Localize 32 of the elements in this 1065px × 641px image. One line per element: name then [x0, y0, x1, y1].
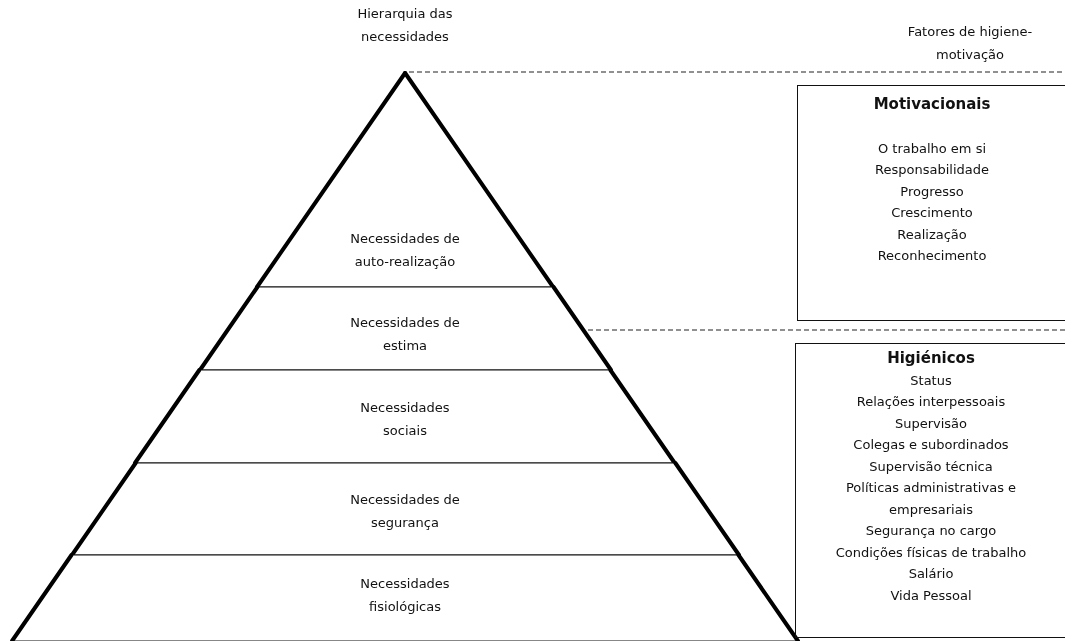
list-item: Status: [909, 371, 953, 390]
pyramid-level: [12, 555, 798, 641]
list-item: Salário: [907, 565, 955, 583]
list-item: Reconhecimento: [876, 247, 988, 265]
level-label: Necessidades sociais: [359, 399, 451, 440]
list-item: Progresso: [899, 182, 965, 201]
list-item: Crescimento: [890, 204, 974, 222]
heading-label: Fatores de higiene-motivação: [906, 23, 1034, 64]
factor-box: [795, 343, 1065, 638]
factor-box: [797, 85, 1065, 321]
list-item: Condições físicas de trabalho: [834, 543, 1028, 562]
pyramid-level: [71, 463, 739, 555]
heading-label: Hierarquia das necessidades: [356, 5, 454, 46]
level-label: Necessidades fisiológicas: [359, 575, 451, 616]
list-item: Responsabilidade: [874, 161, 990, 179]
level-label: Necessidades de estima: [349, 314, 461, 355]
list-item: Colegas e subordinados: [852, 436, 1010, 454]
level-label: Necessidades de auto-realização: [349, 230, 461, 271]
list-item: Vida Pessoal: [889, 586, 973, 605]
list-item: Políticas administrativas e empresariais: [844, 479, 1018, 519]
list-item: Realização: [896, 225, 968, 244]
list-item: Segurança no cargo: [864, 522, 998, 540]
pyramid-level: [256, 73, 554, 287]
box-heading: Higiénicos: [886, 348, 976, 369]
list-item: Supervisão técnica: [868, 457, 994, 476]
pyramid-level: [135, 370, 675, 463]
list-item: Supervisão: [893, 414, 969, 433]
pyramid-level: [199, 287, 611, 370]
level-label: Necessidades de segurança: [349, 491, 461, 532]
box-heading: Motivacionais: [872, 94, 992, 115]
list-item: Relações interpessoais: [855, 393, 1007, 411]
list-item: O trabalho em si: [876, 139, 988, 158]
